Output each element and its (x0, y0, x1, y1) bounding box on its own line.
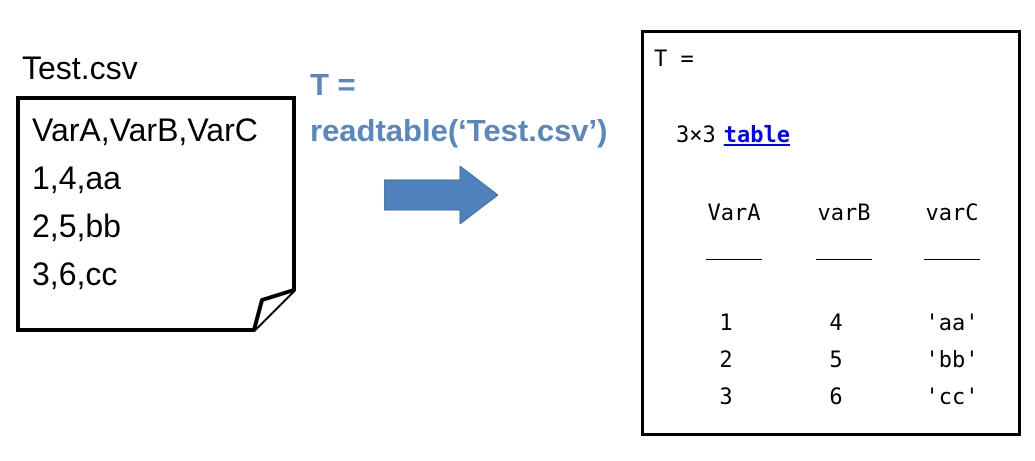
column-header-vara: VarA (707, 201, 761, 226)
csv-line: 3,6,cc (32, 256, 118, 292)
table-size: 3×3 (676, 123, 716, 148)
command-text: T = readtable(‘Test.csv’) (310, 62, 607, 154)
csv-line: 1,4,aa (32, 160, 121, 196)
cell-varc: 'cc' (925, 385, 979, 410)
right-arrow-icon (384, 166, 498, 224)
column-header-varb: varB (817, 201, 871, 226)
file-name-label: Test.csv (22, 50, 138, 86)
cell-varb: 5 (829, 348, 843, 373)
csv-document: VarA,VarB,VarC 1,4,aa 2,5,bb 3,6,cc (16, 96, 298, 334)
matlab-output-panel: T = 3×3 table VarA varB varC 1 4 'aa' 2 5… (641, 30, 1021, 436)
command-line-1: T = (310, 67, 356, 102)
cell-varb: 6 (829, 385, 843, 410)
csv-line: 2,5,bb (32, 208, 121, 244)
header-rule (706, 259, 762, 260)
cell-varc: 'bb' (925, 348, 979, 373)
cell-varb: 4 (829, 311, 843, 336)
cell-varc: 'aa' (925, 311, 979, 336)
document-shape (16, 96, 296, 332)
table-type-link[interactable]: table (723, 123, 790, 148)
csv-line: VarA,VarB,VarC (32, 112, 258, 148)
output-assignment: T = (654, 47, 694, 72)
cell-vara: 1 (719, 311, 733, 336)
table-size-line: 3×3 table (676, 123, 790, 148)
header-rule (816, 259, 872, 260)
cell-vara: 2 (719, 348, 733, 373)
header-rule (924, 259, 980, 260)
csv-contents: VarA,VarB,VarC 1,4,aa 2,5,bb 3,6,cc (32, 106, 258, 298)
command-line-2: readtable(‘Test.csv’) (310, 113, 608, 148)
cell-vara: 3 (719, 385, 733, 410)
column-header-varc: varC (925, 201, 979, 226)
